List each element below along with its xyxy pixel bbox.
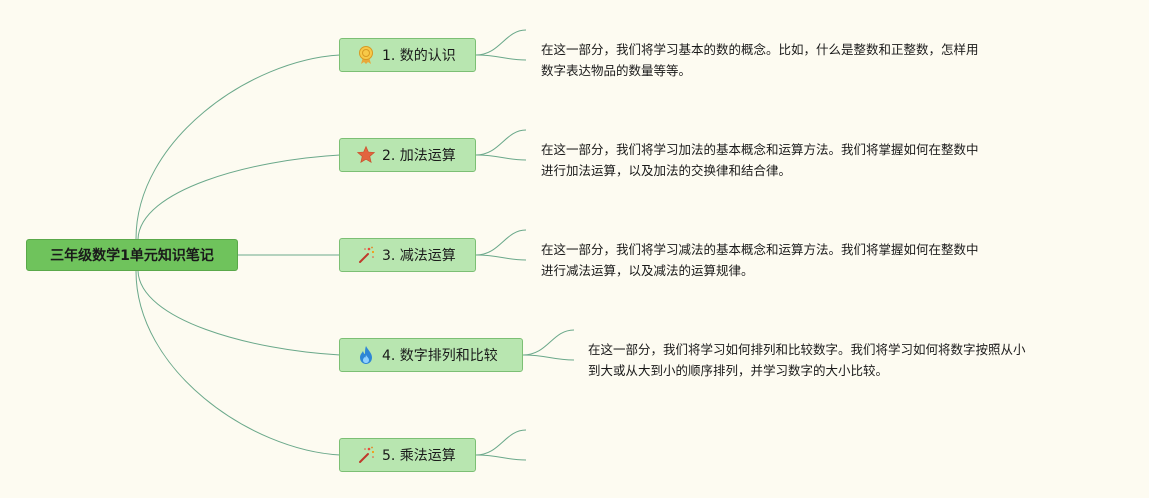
topic-node-4-label: 4. 数字排列和比较 <box>382 348 498 364</box>
topic-1-description: 在这一部分，我们将学习基本的数的概念。比如，什么是整数和正整数，怎样用 数字表达… <box>541 39 979 81</box>
flame-icon <box>356 345 376 365</box>
topic-node-5[interactable]: 5. 乘法运算 <box>339 438 476 472</box>
fork-topic-3-bottom <box>475 254 527 261</box>
connector-root-topic-1 <box>135 54 341 240</box>
topic-node-4[interactable]: 4. 数字排列和比较 <box>339 338 523 372</box>
fork-topic-3-top <box>475 229 527 256</box>
fork-topic-4-top <box>522 329 575 356</box>
topic-node-3-label: 3. 减法运算 <box>382 248 456 264</box>
award-ribbon-icon <box>356 45 376 65</box>
topic-2-description-line: 在这一部分，我们将学习加法的基本概念和运算方法。我们将掌握如何在整数中 <box>541 142 979 157</box>
topic-1-description-line: 在这一部分，我们将学习基本的数的概念。比如，什么是整数和正整数，怎样用 <box>541 42 979 57</box>
fork-topic-5-bottom <box>475 454 527 461</box>
fork-topic-4-bottom <box>522 354 575 361</box>
root-node-label: 三年级数学1单元知识笔记 <box>50 248 214 264</box>
connector-root-topic-2 <box>137 154 341 240</box>
topic-node-2-label: 2. 加法运算 <box>382 148 456 164</box>
topic-3-description-line: 在这一部分，我们将学习减法的基本概念和运算方法。我们将掌握如何在整数中 <box>541 242 979 257</box>
topic-2-description-line: 进行加法运算，以及加法的交换律和结合律。 <box>541 163 792 178</box>
fork-topic-1-top <box>475 29 527 56</box>
fork-topic-2-bottom <box>475 154 527 161</box>
topic-node-1-label: 1. 数的认识 <box>382 48 456 64</box>
connector-root-topic-4 <box>137 270 341 356</box>
topic-3-description-line: 进行减法运算，以及减法的运算规律。 <box>541 263 754 278</box>
fork-topic-5-top <box>475 429 527 456</box>
topic-2-description: 在这一部分，我们将学习加法的基本概念和运算方法。我们将掌握如何在整数中 进行加法… <box>541 139 979 181</box>
topic-4-description: 在这一部分，我们将学习如何排列和比较数字。我们将学习如何将数字按照从小 到大或从… <box>588 339 1026 381</box>
magic-wand-icon <box>356 445 376 465</box>
fork-topic-1-bottom <box>475 54 527 61</box>
topic-node-1[interactable]: 1. 数的认识 <box>339 38 476 72</box>
root-node[interactable]: 三年级数学1单元知识笔记 <box>26 239 238 271</box>
fork-topic-2-top <box>475 129 527 156</box>
magic-wand-icon <box>356 245 376 265</box>
topic-node-5-label: 5. 乘法运算 <box>382 448 456 464</box>
topic-4-description-line: 在这一部分，我们将学习如何排列和比较数字。我们将学习如何将数字按照从小 <box>588 342 1026 357</box>
topic-node-3[interactable]: 3. 减法运算 <box>339 238 476 272</box>
topic-node-2[interactable]: 2. 加法运算 <box>339 138 476 172</box>
connector-root-topic-5 <box>135 270 341 456</box>
star-icon <box>356 145 376 165</box>
topic-4-description-line: 到大或从大到小的顺序排列，并学习数字的大小比较。 <box>588 363 889 378</box>
topic-3-description: 在这一部分，我们将学习减法的基本概念和运算方法。我们将掌握如何在整数中 进行减法… <box>541 239 979 281</box>
topic-1-description-line: 数字表达物品的数量等等。 <box>541 63 692 78</box>
